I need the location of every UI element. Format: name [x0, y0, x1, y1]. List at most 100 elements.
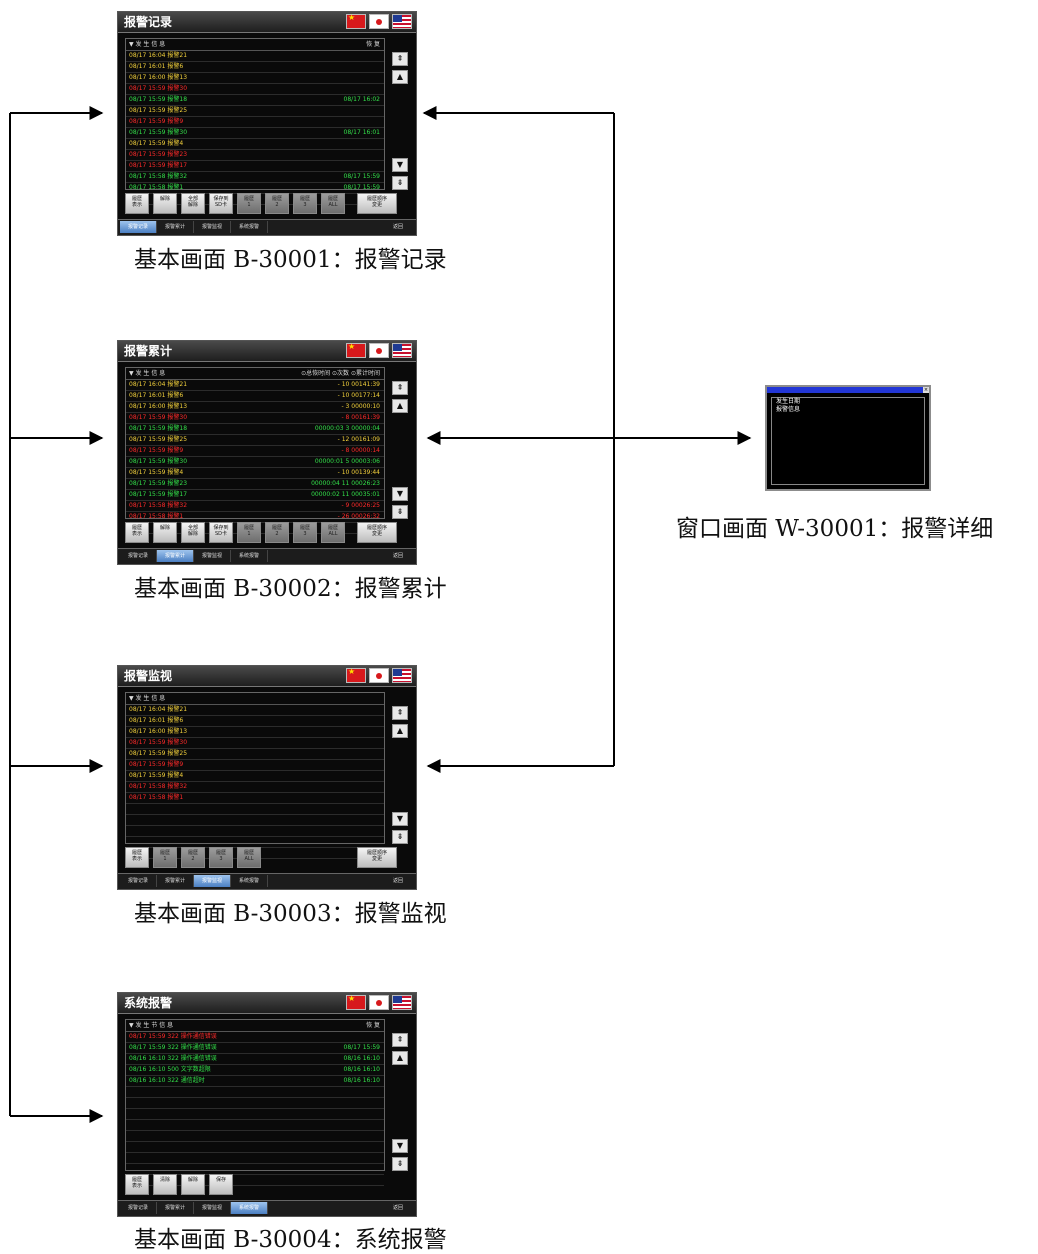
action-button[interactable]: 履歴 ALL [321, 193, 345, 214]
back-button[interactable]: 返回 [392, 1205, 403, 1211]
alarm-row[interactable] [126, 1109, 384, 1120]
tab-alarm-monitor[interactable]: 报警监视 [194, 221, 231, 233]
alarm-row[interactable]: 08/17 15:58 报警32- 9 00026:25 [126, 501, 384, 512]
china-flag-icon[interactable] [346, 667, 366, 683]
tab-alarm-accumulate[interactable]: 报警累计 [157, 550, 194, 562]
action-button[interactable]: 解除 [153, 522, 177, 543]
back-button[interactable]: 返回 [392, 553, 403, 559]
alarm-row[interactable]: 08/17 15:59 报警25 [126, 106, 384, 117]
action-button[interactable]: 履歴 表示 [125, 847, 149, 868]
action-button[interactable]: 解除 [181, 1174, 205, 1195]
action-button[interactable]: 履歴 2 [265, 522, 289, 543]
alarm-row[interactable]: 08/17 15:59 报警9- 8 00000:14 [126, 446, 384, 457]
scroll-down-icon[interactable]: ▼ [392, 158, 408, 172]
japan-flag-icon[interactable] [369, 14, 389, 29]
action-button[interactable]: 解除 [153, 193, 177, 214]
action-button[interactable]: 清除 [153, 1174, 177, 1195]
window-close-icon[interactable]: × [923, 387, 929, 393]
action-button[interactable]: 履歴 1 [237, 193, 261, 214]
alarm-row[interactable] [126, 1142, 384, 1153]
alarm-row[interactable]: 08/17 15:59 报警9 [126, 760, 384, 771]
action-button[interactable]: 履歴 1 [153, 847, 177, 868]
action-button[interactable]: 全部 解除 [181, 193, 205, 214]
alarm-row[interactable]: 08/17 16:04 报警21 [126, 51, 384, 62]
action-button[interactable]: 保存到 SD卡 [209, 193, 233, 214]
tab-system-alarm[interactable]: 系统报警 [231, 221, 268, 233]
action-button[interactable]: 履歴 2 [181, 847, 205, 868]
page-down-icon[interactable]: ⇟ [392, 505, 408, 519]
alarm-row[interactable]: 08/17 15:59 报警9 [126, 117, 384, 128]
china-flag-icon[interactable] [346, 994, 366, 1010]
tab-alarm-history[interactable]: 报警记录 [120, 875, 157, 887]
alarm-row[interactable] [126, 1153, 384, 1164]
alarm-row[interactable]: 08/17 15:58 报警1 [126, 793, 384, 804]
scroll-down-icon[interactable]: ▼ [392, 487, 408, 501]
alarm-row[interactable]: 08/17 16:04 报警21 [126, 705, 384, 716]
page-down-icon[interactable]: ⇟ [392, 176, 408, 190]
china-flag-icon[interactable] [346, 13, 366, 29]
action-button[interactable]: 保存到 SD卡 [209, 522, 233, 543]
scroll-up-icon[interactable]: ▲ [392, 1051, 408, 1065]
usa-flag-icon[interactable] [392, 343, 412, 358]
action-button[interactable]: 履歴顺序 変更 [357, 522, 397, 543]
action-button[interactable]: 履歴 表示 [125, 1174, 149, 1195]
alarm-row[interactable]: 08/17 15:59 322 操作通信错误 [126, 1032, 384, 1043]
action-button[interactable]: 履歴 表示 [125, 193, 149, 214]
tab-alarm-monitor[interactable]: 报警监视 [194, 1202, 231, 1214]
japan-flag-icon[interactable] [369, 668, 389, 683]
alarm-row[interactable]: 08/17 15:59 报警4 [126, 139, 384, 150]
alarm-row[interactable]: 08/17 16:00 报警13 [126, 73, 384, 84]
alarm-row[interactable]: 08/17 16:01 报警6- 10 00177:14 [126, 391, 384, 402]
action-button[interactable]: 履歴 1 [237, 522, 261, 543]
scroll-down-icon[interactable]: ▼ [392, 812, 408, 826]
action-button[interactable]: 履歴 3 [293, 193, 317, 214]
alarm-row[interactable] [126, 1120, 384, 1131]
tab-alarm-accumulate[interactable]: 报警累计 [157, 875, 194, 887]
alarm-row[interactable]: 08/17 15:59 报警25 [126, 749, 384, 760]
action-button[interactable]: 履歴 ALL [321, 522, 345, 543]
alarm-row[interactable]: 08/17 15:59 报警23 [126, 150, 384, 161]
tab-alarm-history[interactable]: 报警记录 [120, 1202, 157, 1214]
tab-alarm-history[interactable]: 报警记录 [120, 550, 157, 562]
action-button[interactable]: 履歴 ALL [237, 847, 261, 868]
alarm-row[interactable]: 08/17 16:00 报警13- 3 00000:10 [126, 402, 384, 413]
alarm-row[interactable] [126, 1131, 384, 1142]
alarm-row[interactable]: 08/17 15:59 报警30 [126, 738, 384, 749]
alarm-row[interactable] [126, 1164, 384, 1175]
tab-alarm-accumulate[interactable]: 报警累计 [157, 221, 194, 233]
action-button[interactable]: 履歴 2 [265, 193, 289, 214]
page-up-icon[interactable]: ⇞ [392, 706, 408, 720]
page-up-icon[interactable]: ⇞ [392, 1033, 408, 1047]
scroll-down-icon[interactable]: ▼ [392, 1139, 408, 1153]
alarm-row[interactable]: 08/17 16:01 报警6 [126, 62, 384, 73]
page-down-icon[interactable]: ⇟ [392, 830, 408, 844]
scroll-up-icon[interactable]: ▲ [392, 724, 408, 738]
alarm-row[interactable] [126, 1098, 384, 1109]
alarm-row[interactable]: 08/17 15:59 报警30 [126, 84, 384, 95]
alarm-row[interactable]: 08/17 15:59 报警4- 10 00139:44 [126, 468, 384, 479]
scroll-up-icon[interactable]: ▲ [392, 70, 408, 84]
scroll-up-icon[interactable]: ▲ [392, 399, 408, 413]
action-button[interactable]: 履歴 3 [293, 522, 317, 543]
usa-flag-icon[interactable] [392, 14, 412, 29]
tab-system-alarm[interactable]: 系统报警 [231, 550, 268, 562]
tab-alarm-monitor[interactable]: 报警监视 [194, 875, 231, 887]
action-button[interactable]: 履歴 3 [209, 847, 233, 868]
window-title-bar[interactable] [767, 387, 929, 393]
alarm-row[interactable]: 08/17 15:59 报警30- 8 00161:39 [126, 413, 384, 424]
alarm-row[interactable]: 08/17 15:59 报警25- 12 00161:09 [126, 435, 384, 446]
alarm-row[interactable]: 08/17 16:04 报警21- 10 00141:39 [126, 380, 384, 391]
page-up-icon[interactable]: ⇞ [392, 381, 408, 395]
page-up-icon[interactable]: ⇞ [392, 52, 408, 66]
alarm-row[interactable]: 08/17 16:01 报警6 [126, 716, 384, 727]
action-button[interactable]: 履歴 表示 [125, 522, 149, 543]
usa-flag-icon[interactable] [392, 668, 412, 683]
